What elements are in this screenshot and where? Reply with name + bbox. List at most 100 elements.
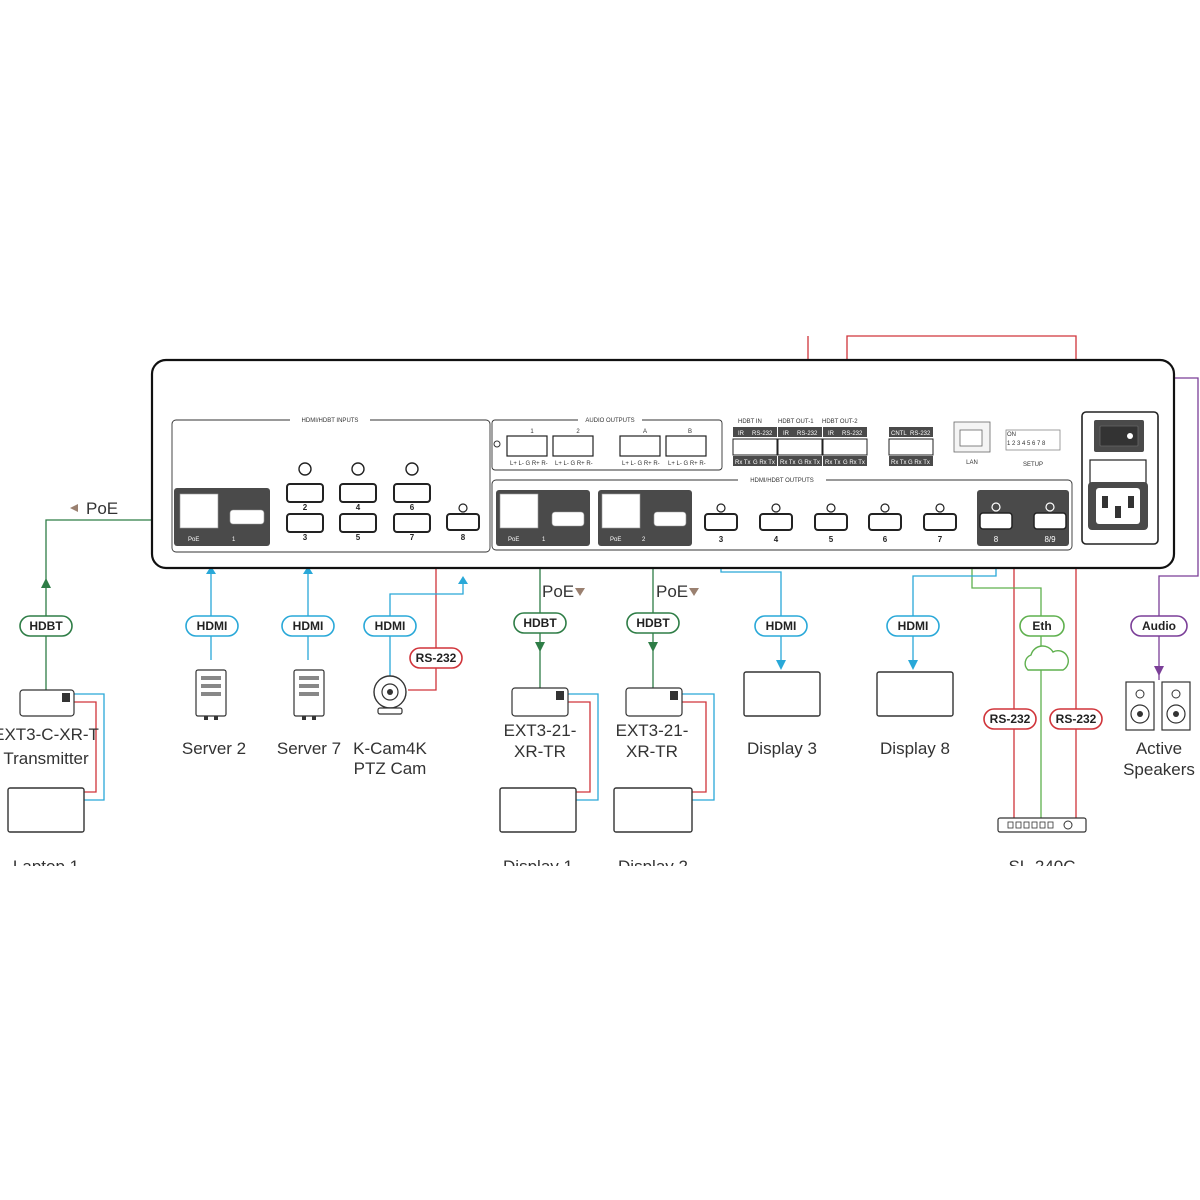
input6-hdmi[interactable] — [393, 483, 431, 503]
screw-icon — [771, 503, 781, 513]
output4-number: 4 — [774, 535, 779, 544]
receiver-2-label-1: EXT3-21- — [616, 721, 689, 740]
ctrl-footer-cntl — [889, 456, 933, 466]
rs232-pill-label: RS-232 — [416, 651, 457, 665]
poe-down-arrow — [575, 588, 585, 596]
setup-dip-switch[interactable] — [1005, 429, 1061, 451]
hdbt-arrow-in1 — [41, 578, 51, 588]
output8-hdmi[interactable] — [979, 512, 1013, 530]
audio-terminal-1[interactable] — [506, 435, 548, 457]
audio-pins-1: L+ L- G R+ R- — [510, 461, 548, 467]
audio-pill-label: Audio — [1142, 619, 1176, 633]
hdmi-arrow-d3 — [776, 660, 786, 670]
screw-icon — [1045, 502, 1055, 512]
laptop-icon — [7, 787, 85, 833]
input3-number: 3 — [303, 533, 308, 542]
rx2-rs232-cable — [682, 701, 707, 793]
output3-hdmi[interactable] — [704, 513, 738, 531]
hdmi-pill — [185, 615, 239, 637]
poe-down-arrow — [689, 588, 699, 596]
poe-left-arrow — [70, 504, 78, 512]
pins-label: Rx Tx — [825, 460, 841, 466]
input2-hdmi[interactable] — [286, 483, 324, 503]
output1-hdmi[interactable] — [551, 511, 585, 527]
power-pin — [1102, 496, 1108, 508]
input7-hdmi[interactable] — [393, 513, 431, 533]
eth-pill-label: Eth — [1032, 619, 1051, 633]
ext3-transmitter-label-2: Transmitter — [3, 749, 89, 768]
pins-label: G Rx Tx — [798, 460, 820, 466]
server-2-icon — [195, 669, 227, 720]
speakers-label-1: Active — [1136, 739, 1182, 758]
inputs-title: HDMI/HDBT INPUTS — [302, 418, 359, 424]
output2-hdmi[interactable] — [653, 511, 687, 527]
server-7-label: Server 7 — [277, 739, 341, 758]
output8-9-number: 8/9 — [1044, 535, 1056, 544]
power-pin — [1128, 496, 1134, 508]
ctrl-terminal-cntl[interactable] — [888, 438, 934, 456]
poe-label-out2: PoE — [656, 582, 688, 601]
pins-label: G Rx Tx — [753, 460, 775, 466]
ptz-camera-icon — [373, 675, 407, 715]
output1-rj45[interactable] — [499, 493, 539, 529]
output7-hdmi[interactable] — [923, 513, 957, 531]
pins-label: G Rx Tx — [843, 460, 865, 466]
panel-screw — [493, 440, 501, 448]
hdbt-out1-label: HDBT OUT-1 — [778, 419, 814, 425]
hdbt-in-label: HDBT IN — [738, 419, 762, 425]
output2-rj45[interactable] — [601, 493, 641, 529]
input8-hdmi[interactable] — [446, 513, 480, 531]
audio-title: AUDIO OUTPUTS — [585, 418, 634, 424]
hdmi-pill-label: HDMI — [766, 619, 797, 633]
ctrl-footer-hdbt-in — [733, 456, 777, 466]
pins-label: G Rx Tx — [908, 460, 930, 466]
screw-icon — [991, 502, 1001, 512]
output3-number: 3 — [719, 535, 724, 544]
audio-group-1: 1 — [530, 429, 534, 435]
ctrl-terminal-hdbt-out1[interactable] — [777, 438, 823, 456]
hdbt-pill — [513, 612, 567, 634]
ext3-hdmi-cable — [74, 693, 105, 801]
input1-hdmi[interactable] — [229, 509, 265, 525]
screw-icon — [880, 503, 890, 513]
audio-terminal-2[interactable] — [552, 435, 594, 457]
screw-icon — [458, 503, 468, 513]
audio-terminal-a[interactable] — [619, 435, 661, 457]
input3-hdmi[interactable] — [286, 513, 324, 533]
matrix-rear-panel: HDMI/HDBT INPUTS PoE 1 2 4 6 3 5 7 8 — [150, 358, 1176, 570]
rs232-label: RS-232 — [910, 431, 931, 437]
input6-number: 6 — [410, 503, 415, 512]
ctrl-terminal-hdbt-in[interactable] — [732, 438, 778, 456]
receiver-1-label-1: EXT3-21- — [504, 721, 577, 740]
screw-icon — [298, 462, 312, 476]
rs232-pill-label: RS-232 — [1056, 712, 1097, 726]
output8-number: 8 — [994, 535, 999, 544]
audio-terminal-b[interactable] — [665, 435, 707, 457]
poe-label-out1: PoE — [542, 582, 574, 601]
controller-icon — [997, 817, 1087, 833]
input5-hdmi[interactable] — [339, 513, 377, 533]
hdbt-pill — [19, 615, 73, 637]
server-2-label: Server 2 — [182, 739, 246, 758]
output5-hdmi[interactable] — [814, 513, 848, 531]
hdmi-arrow-s7 — [303, 566, 313, 574]
output8-9-hdmi[interactable] — [1033, 512, 1067, 530]
input4-hdmi[interactable] — [339, 483, 377, 503]
hdbt-pill — [626, 612, 680, 634]
input1-poe-label: PoE — [188, 537, 199, 543]
display-1-icon — [499, 787, 577, 833]
rs232-pill — [409, 647, 463, 669]
rx1-hdmi-cable — [568, 693, 599, 801]
output7-number: 7 — [938, 535, 943, 544]
input7-number: 7 — [410, 533, 415, 542]
hdmi-pill — [363, 615, 417, 637]
rs232-label: RS-232 — [752, 431, 773, 437]
output1-number: 1 — [542, 537, 546, 543]
input1-rj45[interactable] — [179, 493, 219, 529]
output6-hdmi[interactable] — [868, 513, 902, 531]
lan-label: LAN — [966, 460, 978, 466]
output4-hdmi[interactable] — [759, 513, 793, 531]
ctrl-terminal-hdbt-out2[interactable] — [822, 438, 868, 456]
ctrl-header-hdbt-in — [733, 427, 777, 437]
